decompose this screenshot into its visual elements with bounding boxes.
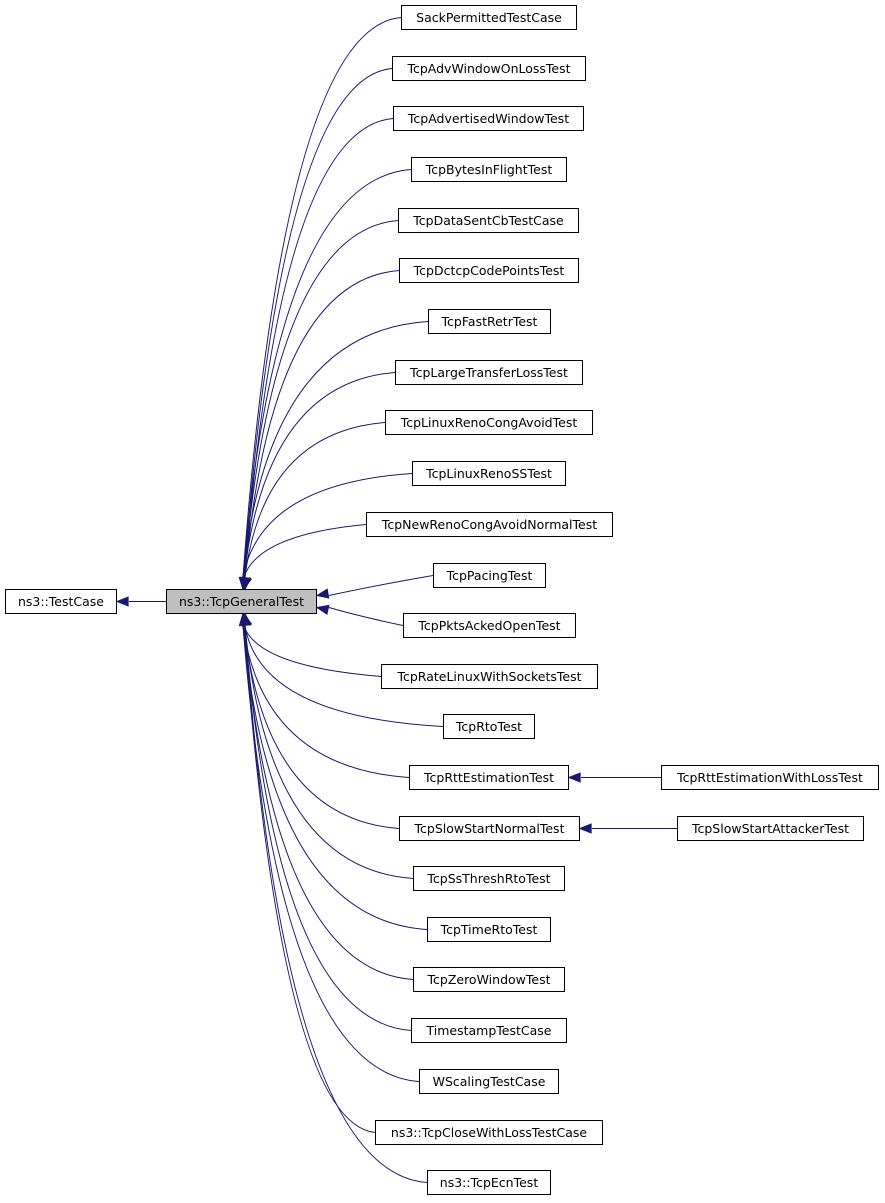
node-ns3-tcpecntest[interactable]: ns3::TcpEcnTest: [427, 1170, 551, 1195]
edge-derived-10-arrowhead: [241, 576, 252, 591]
edge-derived-0: [242, 17, 402, 578]
node-tcpslowstartattackertest[interactable]: TcpSlowStartAttackerTest: [677, 816, 864, 841]
edge-derived-2: [244, 118, 394, 578]
edge-derived-23: [244, 625, 428, 1183]
edge-derived-14: [244, 625, 444, 727]
node-tcprttestimationwithlosstest[interactable]: TcpRttEstimationWithLossTest: [661, 765, 879, 790]
node-tcpdctcpcodepointstest[interactable]: TcpDctcpCodePointsTest: [399, 258, 579, 283]
edge-derived-17: [244, 625, 414, 879]
edge-derived-20: [244, 625, 412, 1031]
edge-derived-12: [328, 607, 404, 626]
node-tcpfastretrtest[interactable]: TcpFastRetrTest: [428, 309, 551, 334]
edge-derived-5: [244, 270, 400, 578]
node-tcpadvertisedwindowtest[interactable]: TcpAdvertisedWindowTest: [393, 106, 584, 131]
node-tcplinuxrenocongavoidtest[interactable]: TcpLinuxRenoCongAvoidTest: [385, 410, 593, 435]
edge-second-level-1-arrowhead: [578, 823, 592, 834]
edge-derived-18: [242, 625, 428, 930]
node-tcpssthreshrtotest[interactable]: TcpSsThreshRtoTest: [413, 866, 565, 891]
node-tcpnewrenocongavoidnormaltest[interactable]: TcpNewRenoCongAvoidNormalTest: [366, 512, 613, 537]
node-tcplinuxrenosstest[interactable]: TcpLinuxRenoSSTest: [412, 461, 566, 486]
node-tcpratelinuxwithsocketstest[interactable]: TcpRateLinuxWithSocketsTest: [381, 664, 598, 689]
edge-derived-23-arrowhead: [240, 612, 251, 626]
node-tcpzerowindowtest[interactable]: TcpZeroWindowTest: [413, 967, 565, 992]
edge-derived-12-arrowhead: [315, 604, 330, 615]
edge-derived-9: [242, 473, 413, 578]
edge-derived-6: [242, 321, 429, 578]
edge-derived-10: [243, 524, 367, 578]
edge-derived-13: [243, 625, 382, 677]
node-tcprttestimationtest[interactable]: TcpRttEstimationTest: [409, 765, 569, 790]
node-tcptimertotest[interactable]: TcpTimeRtoTest: [427, 917, 551, 942]
node-ns3-tcpgeneraltest[interactable]: ns3::TcpGeneralTest: [166, 589, 317, 614]
edge-center-to-base-arrowhead: [115, 596, 129, 607]
node-tcplargetransferlosstest[interactable]: TcpLargeTransferLossTest: [395, 360, 583, 385]
edge-derived-7: [243, 372, 396, 578]
node-tcpslowstartnormaltest[interactable]: TcpSlowStartNormalTest: [399, 816, 580, 841]
edge-derived-11-arrowhead: [315, 588, 330, 599]
node-tcpbytesinflighttest[interactable]: TcpBytesInFlightTest: [411, 157, 567, 182]
edge-derived-16: [243, 625, 400, 829]
node-tcppktsackedopentest[interactable]: TcpPktsAckedOpenTest: [403, 613, 576, 638]
node-wscalingtestcase[interactable]: WScalingTestCase: [419, 1069, 559, 1094]
edge-derived-1: [243, 68, 393, 578]
edge-derived-3: [242, 169, 412, 578]
edge-derived-15: [242, 625, 410, 778]
node-sackpermittedtestcase[interactable]: SackPermittedTestCase: [401, 5, 577, 30]
node-tcppacingtest[interactable]: TcpPacingTest: [433, 563, 546, 588]
node-ns3-testcase[interactable]: ns3::TestCase: [5, 589, 117, 614]
node-tcpadvwindowonlosstest[interactable]: TcpAdvWindowOnLossTest: [392, 56, 586, 81]
edge-derived-22: [243, 625, 376, 1133]
node-tcpdatasentcbtestcase[interactable]: TcpDataSentCbTestCase: [398, 208, 579, 233]
node-timestamptestcase[interactable]: TimestampTestCase: [411, 1018, 567, 1043]
edge-derived-8: [244, 422, 386, 578]
edge-second-level-0-arrowhead: [567, 772, 581, 783]
node-ns3-tcpclosewithlosstestcase[interactable]: ns3::TcpCloseWithLossTestCase: [375, 1120, 603, 1145]
edge-derived-4: [243, 220, 399, 578]
edge-derived-11: [328, 575, 434, 596]
node-tcprtotest[interactable]: TcpRtoTest: [443, 714, 535, 739]
